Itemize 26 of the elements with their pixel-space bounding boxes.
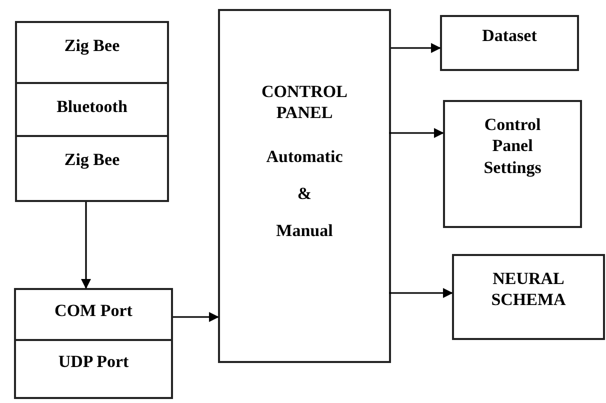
process-box xyxy=(15,82,169,137)
arrow xyxy=(389,288,453,298)
arrow xyxy=(391,43,441,53)
process-box xyxy=(452,254,605,340)
box-label: UDP Port xyxy=(58,351,129,372)
process-box xyxy=(15,135,169,202)
process-box xyxy=(443,100,582,228)
arrow xyxy=(173,312,219,322)
process-box xyxy=(14,339,173,399)
box-label: Bluetooth xyxy=(56,96,128,118)
box-label: Zig Bee xyxy=(64,149,120,170)
box-label: & xyxy=(297,182,312,204)
box-label: Control Panel Settings xyxy=(482,114,542,178)
arrow xyxy=(389,128,444,138)
process-box xyxy=(15,21,169,84)
process-box xyxy=(218,9,391,363)
box-label: Zig Bee xyxy=(64,35,120,56)
box-label: Manual xyxy=(276,220,333,242)
box-label: NEURAL SCHEMA xyxy=(490,268,567,310)
box-label: Dataset xyxy=(482,25,537,46)
process-box xyxy=(440,15,579,71)
process-box xyxy=(14,288,173,341)
box-label: COM Port xyxy=(54,300,132,322)
box-label: Automatic xyxy=(266,146,343,167)
box-label: CONTROL PANEL xyxy=(260,81,348,124)
arrow xyxy=(81,202,91,289)
